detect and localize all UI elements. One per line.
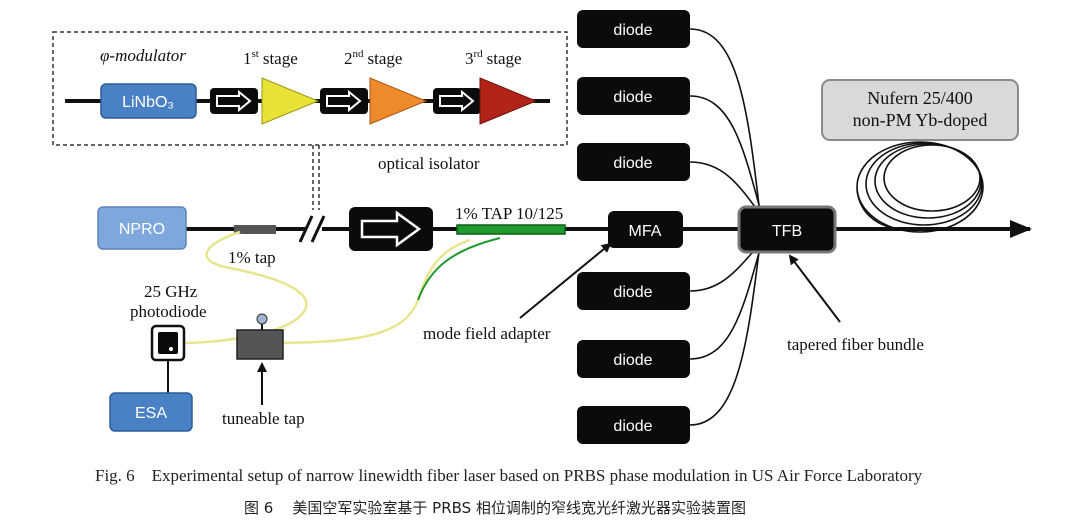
modulator-label: φ-modulator	[100, 46, 186, 65]
fiber-break-mark-1	[298, 215, 314, 243]
esa-label: ESA	[135, 405, 167, 422]
inset-isolator-1	[210, 88, 258, 114]
npro-box	[97, 206, 187, 250]
caption-chinese: 图 6 美国空军实验室基于 PRBS 相位调制的窄线宽光纤激光器实验装置图	[244, 499, 746, 517]
svg-text:diode: diode	[613, 352, 652, 369]
mode-field-adapter-arrow	[519, 242, 612, 319]
linbo3-label: LiNbO₃	[122, 94, 174, 111]
fiber-break-mark-2	[310, 215, 326, 243]
photodiode-label-2: photodiode	[130, 302, 207, 321]
tap-1pct-element	[234, 225, 276, 234]
fiber-coil	[856, 141, 984, 233]
esa-box	[109, 392, 193, 432]
tap-1pct-label: 1% tap	[228, 248, 276, 267]
tapered-fiber-bundle-label: tapered fiber bundle	[787, 335, 924, 354]
diode-1: diode	[577, 10, 690, 48]
diode-6: diode	[577, 406, 690, 444]
npro-label: NPRO	[119, 221, 165, 238]
nufern-line-2: non-PM Yb-doped	[853, 110, 988, 130]
photodiode	[150, 324, 186, 362]
tuneable-tap	[236, 313, 284, 360]
pump-fibers	[689, 28, 765, 426]
mfa-box	[608, 211, 683, 248]
stage-2-amplifier	[369, 77, 428, 125]
mfa-label: MFA	[629, 223, 662, 240]
tuneable-tap-label: tuneable tap	[222, 409, 305, 428]
diode-3: diode	[577, 143, 690, 181]
diode-5: diode	[577, 340, 690, 378]
optical-isolator	[349, 207, 433, 251]
inset-isolator-3	[433, 88, 481, 114]
inset-isolator-2	[320, 88, 368, 114]
svg-text:diode: diode	[613, 89, 652, 106]
optical-isolator-label: optical isolator	[378, 154, 480, 173]
stage-3-amplifier	[479, 77, 538, 125]
tapered-fiber-bundle-arrow	[788, 254, 841, 323]
caption-english: Fig. 6 Experimental setup of narrow line…	[95, 466, 923, 485]
diode-4: diode	[577, 272, 690, 310]
svg-text:diode: diode	[613, 284, 652, 301]
inset-dashed-box	[52, 31, 568, 146]
monitor-fiber-green	[417, 237, 501, 301]
svg-text:diode: diode	[613, 22, 652, 39]
tap-fiber-label: 1% TAP 10/125	[455, 204, 563, 223]
nufern-line-1: Nufern 25/400	[867, 88, 972, 108]
mode-field-adapter-label: mode field adapter	[423, 324, 551, 343]
svg-text:diode: diode	[613, 418, 652, 435]
linbo3-box	[100, 83, 197, 119]
tap-fiber-element	[456, 224, 566, 235]
photodiode-label-1: 25 GHz	[144, 282, 198, 301]
svg-text:diode: diode	[613, 155, 652, 172]
tfb-label: TFB	[772, 223, 802, 240]
nufern-box	[821, 79, 1019, 141]
tfb-box	[737, 205, 837, 254]
diode-2: diode	[577, 77, 690, 115]
stage-1-amplifier	[261, 77, 320, 125]
